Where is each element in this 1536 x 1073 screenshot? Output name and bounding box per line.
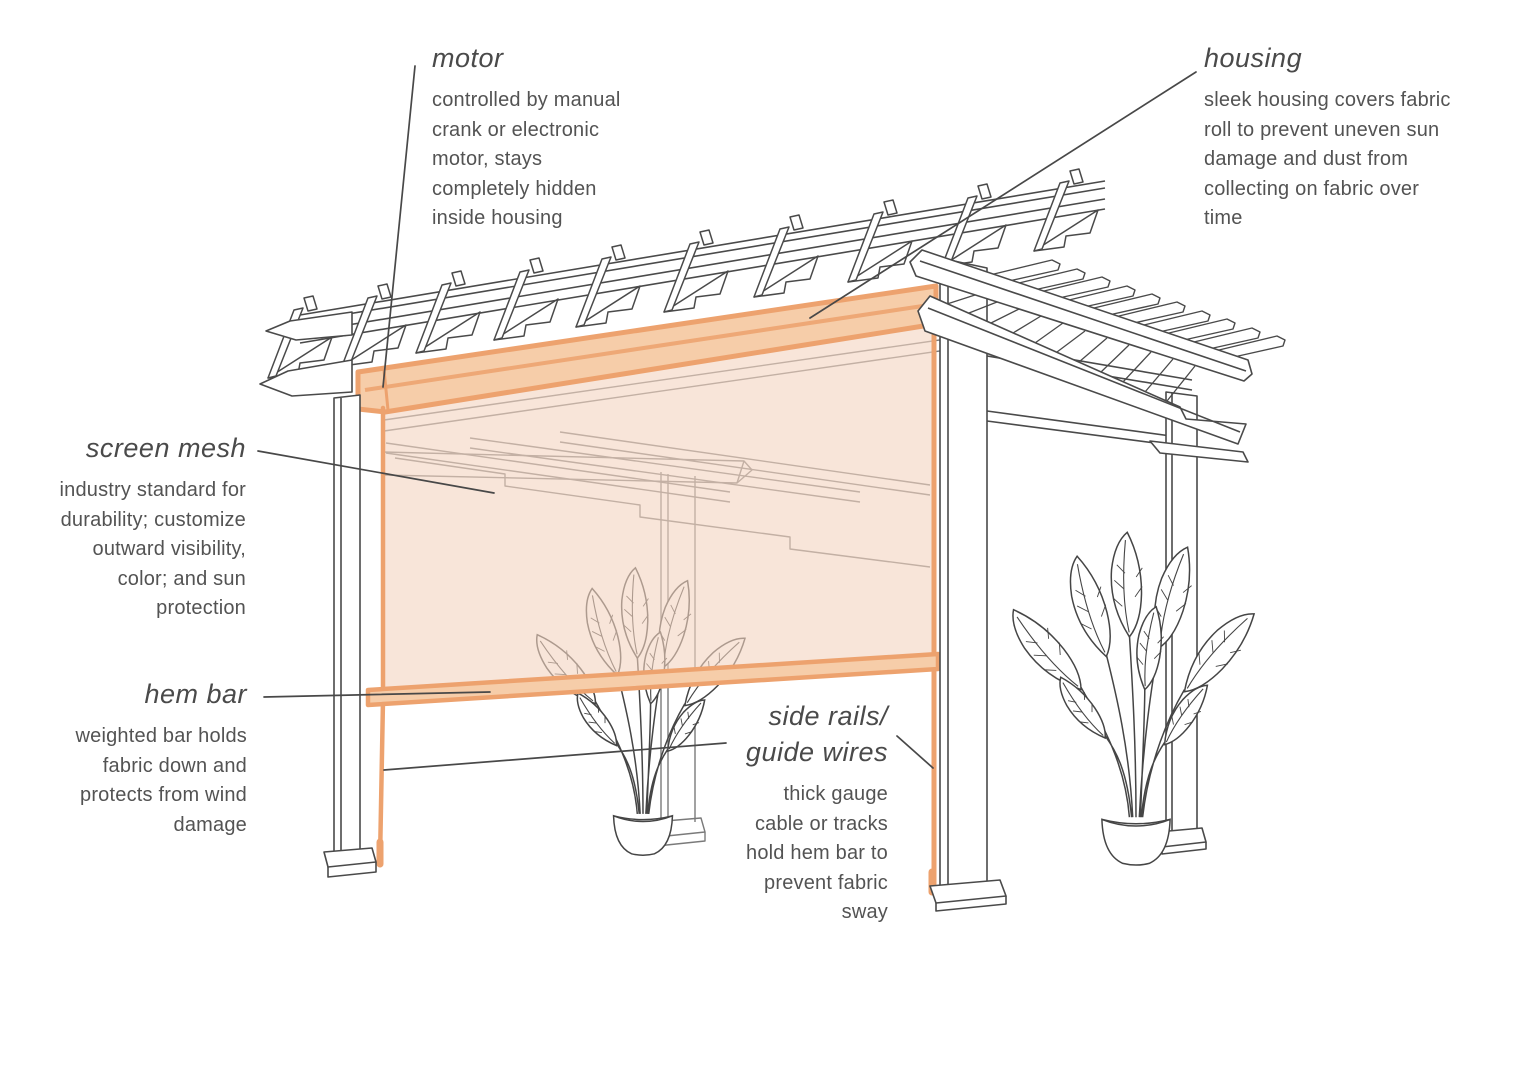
side-rails-annotation: side rails/ guide wires thick gauge cabl… <box>640 698 888 928</box>
screen-mesh-label: screen mesh <box>85 433 246 463</box>
pergola-front-beam <box>300 181 1105 343</box>
left-beam-end-tips <box>260 312 352 396</box>
hem-bar-label: hem bar <box>144 679 247 709</box>
motor-annotation: motor controlled by manual crank or elec… <box>432 40 682 234</box>
screen-mesh-description: industry standard for durability; custom… <box>59 479 246 619</box>
side-rails-leader-line-left <box>384 743 726 770</box>
housing-leader-line <box>810 72 1196 318</box>
motor-description: controlled by manual crank or electronic… <box>432 89 621 229</box>
left-front-post <box>324 395 376 877</box>
hem-bar-annotation: hem bar weighted bar holds fabric down a… <box>28 676 247 840</box>
side-rails-leader-line-right <box>897 736 933 768</box>
side-rails-description: thick gauge cable or tracks hold hem bar… <box>746 783 888 923</box>
screen-mesh-leader-line <box>258 451 494 493</box>
right-potted-plant <box>1000 532 1264 865</box>
motor-leader-line <box>383 66 415 387</box>
housing-label: housing <box>1204 43 1303 73</box>
screen-mesh-panel <box>383 322 934 690</box>
motor-label: motor <box>432 43 504 73</box>
screen-mesh-annotation: screen mesh industry standard for durabi… <box>28 430 246 624</box>
side-rails-label: side rails/ guide wires <box>745 701 888 767</box>
hem-bar-leader-line <box>264 692 490 697</box>
left-guide-rail <box>380 408 383 860</box>
housing-annotation: housing sleek housing covers fabric roll… <box>1204 40 1494 234</box>
right-front-post <box>930 258 1006 911</box>
housing-description: sleek housing covers fabric roll to prev… <box>1204 89 1451 229</box>
hem-bar-description: weighted bar holds fabric down and prote… <box>75 725 247 836</box>
hem-bar <box>368 654 938 705</box>
